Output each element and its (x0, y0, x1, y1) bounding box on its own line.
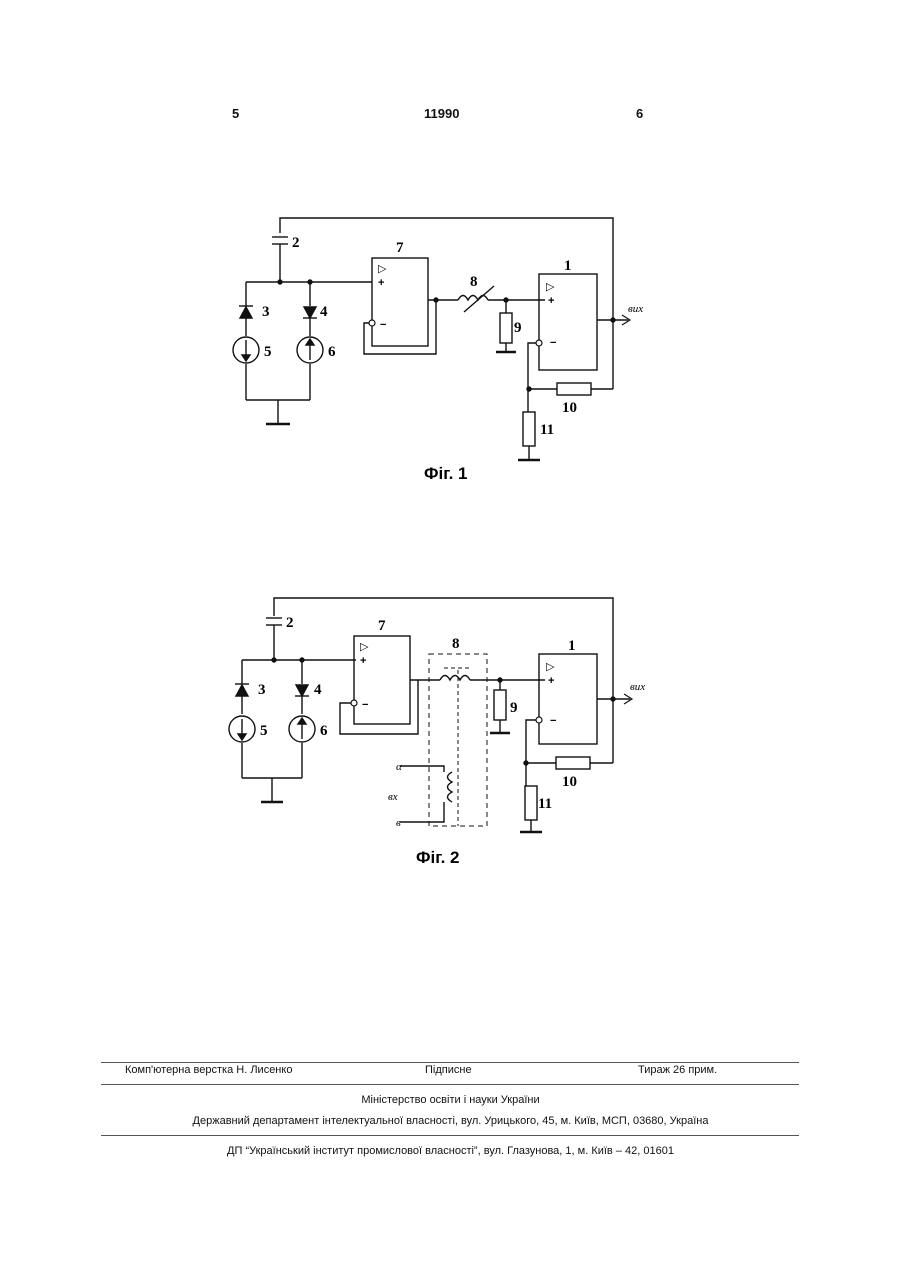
fig2-label-r11: 11 (538, 796, 552, 812)
footer-layout-credit: Комп'ютерна верстка Н. Лисенко (125, 1064, 292, 1076)
fig2-label-a1: 1 (568, 638, 576, 654)
fig2-label-c2: 2 (286, 615, 294, 631)
footer-rule-bottom (101, 1135, 799, 1136)
footer-ministry: Міністерство освіти і науки України (0, 1094, 901, 1106)
fig2-opamp7-tri: ▷ (360, 641, 369, 653)
fig2-opamp1-plus: + (548, 675, 554, 687)
fig2-caption: Фіг. 2 (416, 848, 460, 867)
fig1-label-a1: 1 (564, 258, 572, 274)
fig2-label-l8: 8 (452, 636, 460, 652)
fig1-label-r10: 10 (562, 400, 577, 416)
fig2-opamp7-minus: − (362, 699, 368, 711)
fig1-opamp7-minus: − (380, 319, 386, 331)
footer-circulation: Тираж 26 прим. (638, 1064, 717, 1076)
fig2-label-r9: 9 (510, 700, 518, 716)
fig2-opamp7-plus: + (360, 655, 366, 667)
fig1-opamp7-plus: + (378, 277, 384, 289)
fig1-output-label: вих (628, 303, 643, 315)
fig1-opamp1-plus: + (548, 295, 554, 307)
fig2-label-a7: 7 (378, 618, 386, 634)
fig2-terminal-a: α (396, 761, 402, 773)
page-number-left: 5 (232, 106, 239, 121)
page-number-right: 6 (636, 106, 643, 121)
fig2-output-label: вих (630, 681, 645, 693)
footer-rule-middle (101, 1084, 799, 1085)
footer-signed: Підписне (425, 1064, 472, 1076)
fig1-feedback-wire (280, 218, 613, 389)
fig2-label-d3: 3 (258, 682, 266, 698)
fig1-label-a7: 7 (396, 240, 404, 256)
footer-rule-top (101, 1062, 799, 1063)
fig1-label-r11: 11 (540, 422, 554, 438)
fig1-opamp1-tri: ▷ (546, 281, 555, 293)
fig1-label-c2: 2 (292, 235, 300, 251)
fig2-label-s5: 5 (260, 723, 268, 739)
fig1-label-r9: 9 (514, 320, 522, 336)
fig2-opamp1-minus: − (550, 715, 556, 727)
fig1-opamp1-minus: − (550, 337, 556, 349)
fig2-terminal-b: в (396, 817, 401, 829)
footer-department: Державний департамент інтелектуальної вл… (0, 1115, 901, 1127)
fig2-label-r10: 10 (562, 774, 577, 790)
patent-number: 11990 (424, 106, 459, 121)
fig1-label-s6: 6 (328, 344, 336, 360)
fig1-label-d3: 3 (262, 304, 270, 320)
fig2-label-d4: 4 (314, 682, 322, 698)
fig1-caption: Фіг. 1 (424, 464, 468, 483)
footer-institute: ДП “Український інститут промислової вла… (0, 1145, 901, 1157)
fig1-label-l8: 8 (470, 274, 478, 290)
fig2-feedback-wire (274, 598, 613, 763)
fig2-input-label: вх (388, 791, 398, 803)
fig1-label-s5: 5 (264, 344, 272, 360)
fig2-opamp1-tri: ▷ (546, 661, 555, 673)
fig1-opamp7-tri: ▷ (378, 263, 387, 275)
fig2-label-s6: 6 (320, 723, 328, 739)
fig1-label-d4: 4 (320, 304, 328, 320)
